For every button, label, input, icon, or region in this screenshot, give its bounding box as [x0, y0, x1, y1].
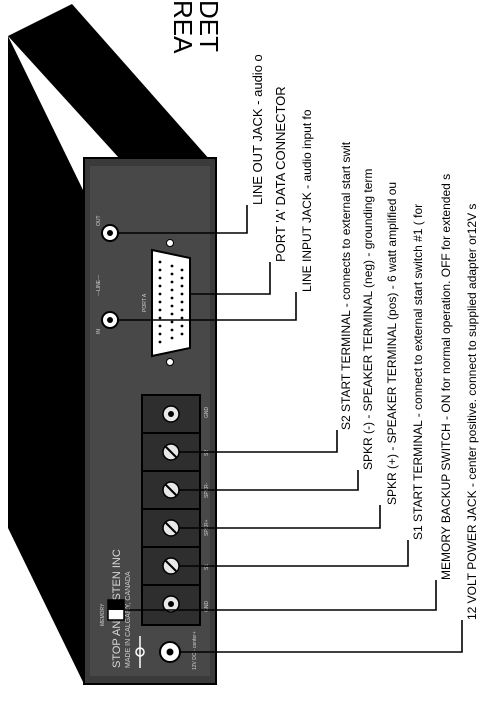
- terminal-label-5: S1: [204, 564, 210, 570]
- power-jack[interactable]: [159, 641, 181, 663]
- callout-line-out: LINE OUT JACK - audio o: [250, 54, 265, 205]
- callout-port-a: PORT 'A' DATA CONNECTOR: [273, 86, 288, 262]
- terminal-s2[interactable]: [162, 443, 180, 461]
- line-label: ---LINE---: [96, 275, 102, 296]
- made-in-text: MADE IN CALGARY, CANADA: [125, 571, 132, 668]
- terminal-block: [141, 394, 201, 626]
- out-label: OUT: [96, 215, 102, 226]
- terminal-gnd-bottom[interactable]: [162, 595, 180, 613]
- callout-line-in: LINE INPUT JACK - audio input fo: [300, 109, 314, 292]
- callout-power-jack: 12 VOLT POWER JACK - center positive. co…: [465, 204, 479, 620]
- port-a-connector[interactable]: [151, 239, 191, 366]
- terminal-spkr-neg[interactable]: [162, 481, 180, 499]
- device-top-face: [8, 4, 210, 192]
- header: REA DET: [168, 0, 224, 54]
- callout-spkr-neg: SPKR (-) - SPEAKER TERMINAL (neg) - grou…: [361, 169, 375, 470]
- terminal-label-6: GND: [204, 601, 210, 613]
- leader-lines: [118, 205, 463, 653]
- in-label: IN: [96, 329, 102, 334]
- line-in-jack[interactable]: [101, 311, 119, 329]
- terminal-label-2: S2: [204, 450, 210, 456]
- header-line1: REA: [168, 0, 198, 54]
- port-a-label: PORT A: [142, 293, 148, 312]
- header-line2: DET: [194, 0, 224, 52]
- callout-memory-switch: MEMORY BACKUP SWITCH - ON for normal ope…: [439, 174, 453, 580]
- terminal-s1[interactable]: [162, 557, 180, 575]
- callout-spkr-pos: SPKR (+) - SPEAKER TERMINAL (pos) - 6 wa…: [385, 182, 399, 505]
- callout-s1: S1 START TERMINAL - connect to external …: [411, 204, 425, 540]
- polarity-icon: [135, 636, 145, 668]
- callouts: LINE OUT JACK - audio o PORT 'A' DATA CO…: [250, 54, 479, 620]
- memory-backup-switch[interactable]: [107, 599, 125, 621]
- terminal-label-1: GND: [204, 407, 210, 419]
- terminal-spkr-pos[interactable]: [162, 519, 180, 537]
- callout-s2: S2 START TERMINAL - connects to external…: [339, 141, 353, 430]
- switch-label-memory: MEMORY: [100, 603, 106, 626]
- terminal-gnd-top[interactable]: [162, 405, 180, 423]
- device-side-face: [8, 36, 84, 684]
- line-out-jack[interactable]: [101, 224, 119, 242]
- power-label: 12V DC - center+: [192, 631, 198, 670]
